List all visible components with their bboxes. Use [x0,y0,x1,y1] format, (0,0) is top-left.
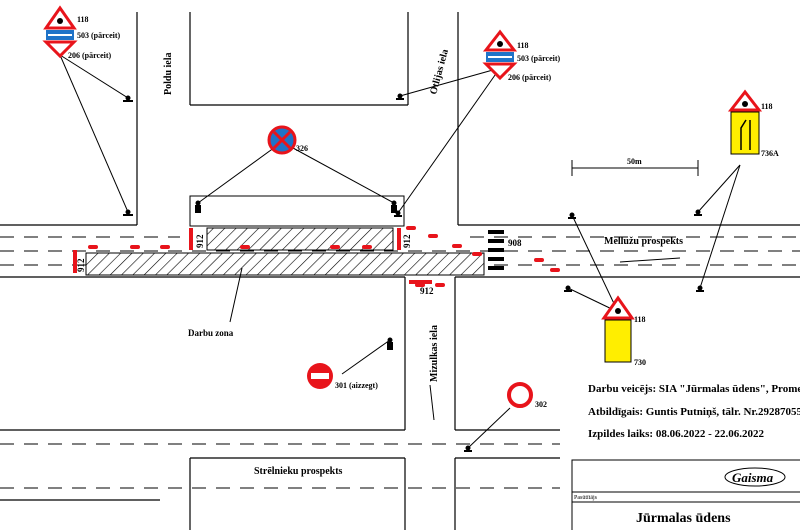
sign-118-label: 118 [77,15,89,24]
leader-lines [59,54,741,449]
crosswalk-908 [488,230,504,270]
street-edges [0,12,800,530]
barrier-912-label: 912 [195,234,205,248]
client-name: Jūrmalas ūdens [636,511,731,526]
sign-302-icon [507,382,533,408]
distance-label: 50m [627,157,642,166]
contractor-text: Darbu veicējs: SIA "Jūrmalas ūdens", Pro… [588,383,800,395]
barrier-box [189,195,405,227]
barrier-912-label: 912 [402,234,412,248]
sign-503-label: 503 (pārceit) [517,54,561,63]
street-label-otlijas: Otlijas iela [428,48,451,96]
street-label-poldu: Poldu iela [163,52,174,95]
sign-301-label: 301 (aizzegt) [335,381,378,390]
sign-503-label: 503 (pārceit) [77,31,121,40]
sign-736a-icon [730,111,760,155]
sign-730-label: 730 [634,358,646,367]
logo-swoosh [724,467,786,487]
sign-301-icon [307,363,333,389]
barrier-912-label: 912 [76,258,86,272]
street-label-melluzu: Mellužu prospekts [604,236,683,247]
sign-326-label: 326 [296,144,308,153]
sign-118-icon [727,89,763,112]
barrier-912-icon [73,228,432,284]
street-label-strelnieku: Strēlnieku prospekts [254,466,343,477]
sign-118-label: 118 [634,315,646,324]
sign-118-icon [601,295,635,320]
sign-118-icon [482,29,518,52]
work-zone-label: Darbu zona [188,328,234,338]
sign-118-icon [43,5,77,30]
sign-730-icon [604,319,632,363]
company-logo: Gaisma [732,470,774,485]
crosswalk-908-label: 908 [508,238,522,248]
responsible-text: Atbildīgais: Guntis Putniņš, tālr. Nr.29… [588,406,800,418]
period-text: Izpildes laiks: 08.06.2022 - 22.06.2022 [588,428,765,440]
title-block [571,459,800,530]
work-zone-lower [85,252,485,276]
small-label: Pasūtītājs [574,495,598,501]
sign-302-label: 302 [535,400,547,409]
sign-736a-label: 736A [761,149,779,158]
sign-118-label: 118 [761,102,773,111]
sign-326-icon [267,125,297,155]
sign-206-icon [482,62,518,81]
lane-arrow-icon [429,257,681,421]
barrier-912-label: 912 [420,286,434,296]
sign-posts [123,93,704,452]
work-zone-upper [206,227,394,251]
sign-206-icon [42,40,78,59]
cone-markers [88,226,560,287]
sign-118-label: 118 [517,41,529,50]
sign-206-label: 206 (pārceit) [68,51,112,60]
street-label-mizulkas: Mizulkas iela [429,325,440,382]
sign-206-label: 206 (pārceit) [508,73,552,82]
